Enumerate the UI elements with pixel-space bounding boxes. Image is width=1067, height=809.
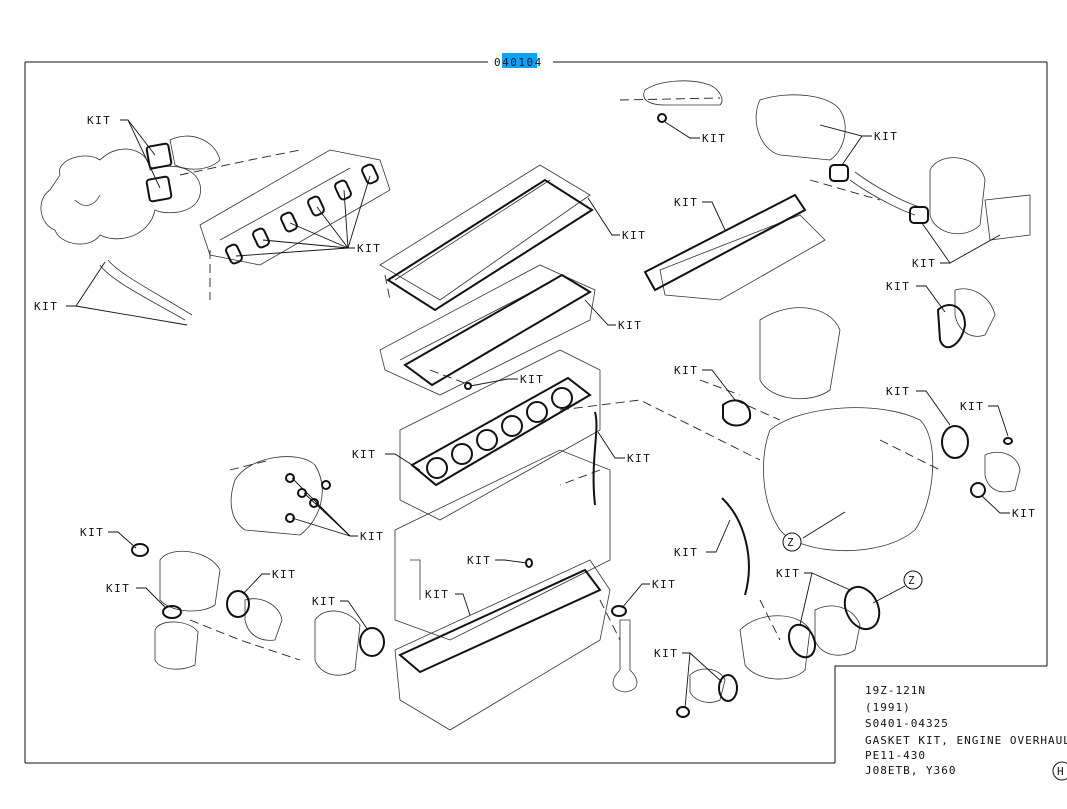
kit-label[interactable]: KIT xyxy=(87,114,111,127)
kit-label[interactable]: KIT xyxy=(352,448,376,461)
kit-label[interactable]: KIT xyxy=(674,546,698,559)
group-code-highlighted: 401 xyxy=(502,56,526,69)
corner-marker-h[interactable]: H xyxy=(1052,761,1067,781)
kit-label[interactable]: KIT xyxy=(960,400,984,413)
kit-label[interactable]: KIT xyxy=(80,526,104,539)
kit-labels: KIT KIT KIT KIT KIT KIT KIT KIT KIT KIT … xyxy=(34,114,1036,660)
group-code-prefix: 0 xyxy=(494,56,502,69)
svg-text:040104: 040104 xyxy=(494,56,543,69)
info-line-part-number: S0401-04325 xyxy=(865,717,949,730)
kit-label[interactable]: KIT xyxy=(467,554,491,567)
kit-label[interactable]: KIT xyxy=(520,373,544,386)
zone-marker-z[interactable]: Z xyxy=(903,570,923,590)
zone-marker-z[interactable]: Z xyxy=(782,532,802,552)
kit-label[interactable]: KIT xyxy=(34,300,58,313)
kit-label[interactable]: KIT xyxy=(654,647,678,660)
zone-markers: Z Z xyxy=(782,532,923,590)
info-line-engine: J08ETB, Y360 xyxy=(865,764,956,777)
kit-label[interactable]: KIT xyxy=(627,452,651,465)
info-box: 19Z-121N (1991) S0401-04325 GASKET KIT, … xyxy=(865,684,1067,777)
svg-text:Z: Z xyxy=(787,536,795,549)
gasket-parts xyxy=(131,113,1013,718)
kit-label[interactable]: KIT xyxy=(912,257,936,270)
search-highlight xyxy=(502,53,537,68)
kit-label[interactable]: KIT xyxy=(272,568,296,581)
kit-label[interactable]: KIT xyxy=(357,242,381,255)
kit-label[interactable]: KIT xyxy=(1012,507,1036,520)
info-line-description: GASKET KIT, ENGINE OVERHAUL xyxy=(865,734,1067,747)
kit-label[interactable]: KIT xyxy=(702,132,726,145)
kit-label[interactable]: KIT xyxy=(312,595,336,608)
kit-label[interactable]: KIT xyxy=(618,319,642,332)
assembly-dashed-lines xyxy=(179,97,941,661)
kit-label[interactable]: KIT xyxy=(874,130,898,143)
kit-label[interactable]: KIT xyxy=(886,280,910,293)
svg-text:Z: Z xyxy=(908,574,916,587)
group-code[interactable]: 040104 xyxy=(494,53,543,69)
kit-label[interactable]: KIT xyxy=(360,530,384,543)
kit-label[interactable]: KIT xyxy=(886,385,910,398)
engine-part-outlines xyxy=(40,80,1031,731)
kit-label[interactable]: KIT xyxy=(674,196,698,209)
kit-label[interactable]: KIT xyxy=(106,582,130,595)
kit-label[interactable]: KIT xyxy=(776,567,800,580)
kit-label[interactable]: KIT xyxy=(425,588,449,601)
kit-label[interactable]: KIT xyxy=(652,578,676,591)
kit-label[interactable]: KIT xyxy=(622,229,646,242)
svg-text:H: H xyxy=(1057,765,1065,778)
info-line-model: 19Z-121N xyxy=(865,684,926,697)
group-code-suffix: 04 xyxy=(527,56,543,69)
kit-label[interactable]: KIT xyxy=(674,364,698,377)
leader-lines xyxy=(66,119,1010,709)
diagram-frame xyxy=(24,61,1048,764)
info-line-code: PE11-430 xyxy=(865,749,926,762)
info-line-year: (1991) xyxy=(865,701,911,714)
